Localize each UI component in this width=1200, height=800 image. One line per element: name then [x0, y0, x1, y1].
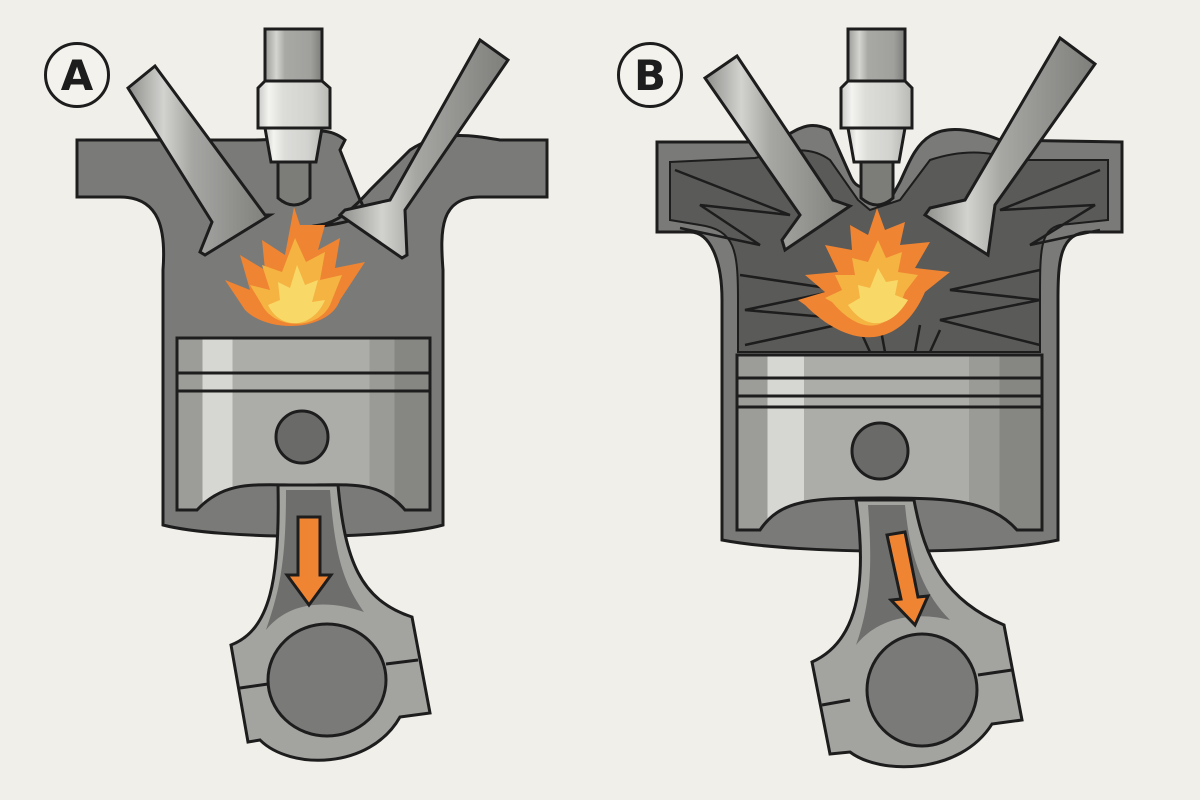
- panel-label-a: A: [44, 42, 110, 108]
- engine-a: [75, 27, 549, 762]
- flame-b: [798, 208, 950, 338]
- spark-plug-b: [839, 27, 914, 207]
- wrist-pin-b: [850, 421, 910, 481]
- panel-label-b: B: [617, 42, 683, 108]
- spark-plug-a: [256, 27, 332, 207]
- flame-a: [225, 207, 365, 327]
- crank-journal-b: [865, 632, 979, 748]
- piston-b: [735, 353, 1044, 532]
- force-arrow-b: [885, 530, 931, 628]
- exhaust-valve-b: [922, 35, 1098, 258]
- intake-valve-a: [126, 63, 276, 257]
- connecting-rod-a: [229, 483, 432, 762]
- engine-b: [655, 27, 1124, 769]
- connecting-rod-b: [810, 498, 1024, 769]
- panel-label-a-text: A: [60, 50, 94, 100]
- intake-valve-b: [702, 53, 854, 253]
- exhaust-valve-a: [337, 37, 511, 260]
- wrist-pin-a: [274, 409, 330, 465]
- panel-label-b-text: B: [633, 50, 666, 100]
- force-arrow-a: [284, 515, 334, 608]
- deposit-streaks-b: [674, 168, 1101, 353]
- crank-journal-a: [266, 622, 388, 738]
